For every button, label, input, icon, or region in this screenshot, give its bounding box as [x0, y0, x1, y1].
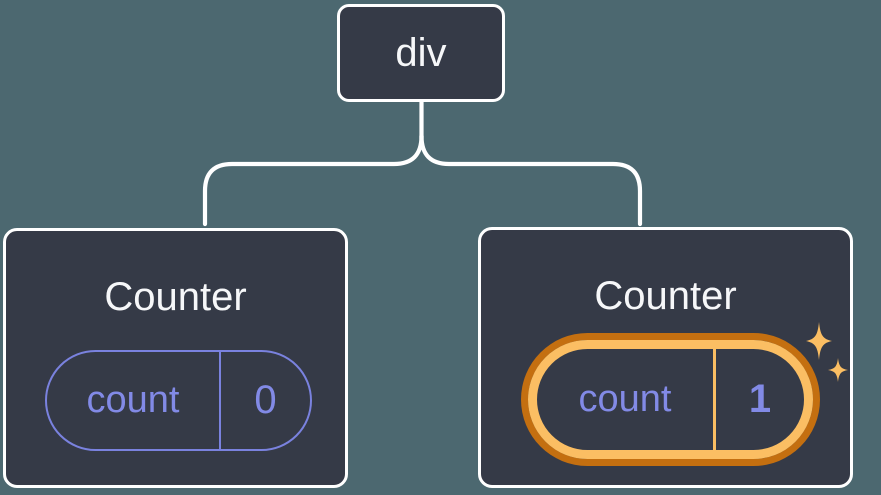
state-pill-highlighted: count 1 — [528, 340, 813, 459]
connector-branch-left — [202, 133, 424, 227]
connector-branch-right — [419, 133, 643, 227]
state-name-label: count — [578, 378, 672, 420]
counter-node-right: Counter count 1 — [478, 227, 853, 488]
component-title-left: Counter — [104, 275, 247, 319]
sparkle-small — [828, 358, 848, 382]
state-name-cell: count — [537, 349, 716, 450]
sparkle-large — [806, 322, 832, 360]
state-value-label: 1 — [748, 377, 772, 421]
component-title-right: Counter — [594, 274, 737, 318]
state-value-cell: 1 — [716, 349, 804, 450]
state-value-cell: 0 — [221, 352, 310, 449]
state-value-label: 0 — [254, 378, 277, 422]
tree-node-div: div — [337, 4, 505, 102]
sparkles-icon — [806, 322, 848, 382]
state-name-label: count — [86, 379, 180, 421]
counter-node-left: Counter count 0 — [3, 228, 348, 488]
root-node-label: div — [395, 30, 447, 75]
state-pill-left: count 0 — [45, 350, 312, 451]
state-name-cell: count — [47, 352, 221, 449]
